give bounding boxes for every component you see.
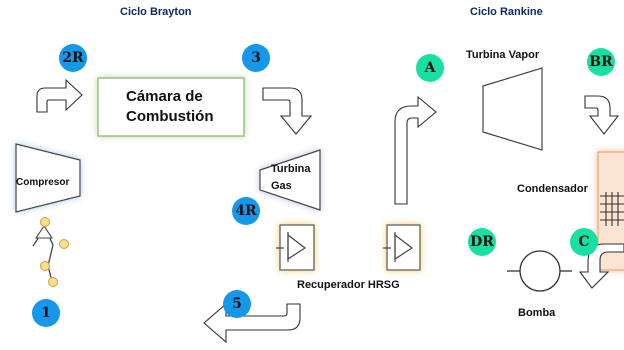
pump-label: Bomba bbox=[518, 307, 556, 319]
steam-turbine-shape bbox=[482, 67, 543, 151]
brayton-title: Ciclo Brayton bbox=[120, 6, 192, 18]
condenser-label: Condensador bbox=[517, 183, 588, 195]
recuperator-box-right bbox=[386, 224, 421, 271]
combustion-chamber-label-1: Cámara de bbox=[126, 88, 203, 105]
recuperator-label: Recuperador HRSG bbox=[297, 279, 400, 291]
badge-a: A bbox=[416, 54, 444, 82]
badge-3: 3 bbox=[242, 44, 270, 72]
arrow-5-exhaust bbox=[203, 302, 301, 344]
badge-c: C bbox=[570, 228, 598, 256]
gas-turbine-label-2: Gas bbox=[271, 180, 292, 192]
inlet-path-1 bbox=[32, 217, 69, 287]
steam-turbine-label: Turbina Vapor bbox=[466, 49, 540, 61]
arrow-2r-curve bbox=[36, 78, 83, 113]
combustion-chamber-label-2: Combustión bbox=[126, 108, 214, 125]
badge-2r: 2R bbox=[59, 44, 87, 72]
arrow-a-riser bbox=[394, 95, 437, 205]
rankine-title: Ciclo Rankine bbox=[470, 6, 543, 18]
badge-4r: 4R bbox=[232, 197, 260, 225]
combustion-chamber-box bbox=[97, 77, 245, 137]
arrow-br-curve bbox=[584, 95, 620, 135]
recuperator-box-left bbox=[279, 224, 315, 271]
badge-br: BR bbox=[587, 48, 615, 76]
condenser-coil bbox=[600, 192, 624, 226]
badge-1: 1 bbox=[32, 299, 60, 327]
badge-dr: DR bbox=[468, 228, 496, 256]
compressor-shape bbox=[15, 143, 81, 213]
gas-turbine-label-1: Turbina bbox=[271, 163, 311, 175]
arrow-3-curve bbox=[262, 87, 313, 135]
badge-5: 5 bbox=[223, 290, 251, 318]
compressor-label: Compresor bbox=[16, 177, 70, 188]
pump-shape bbox=[507, 250, 572, 292]
gas-turbine-shape bbox=[259, 149, 321, 211]
